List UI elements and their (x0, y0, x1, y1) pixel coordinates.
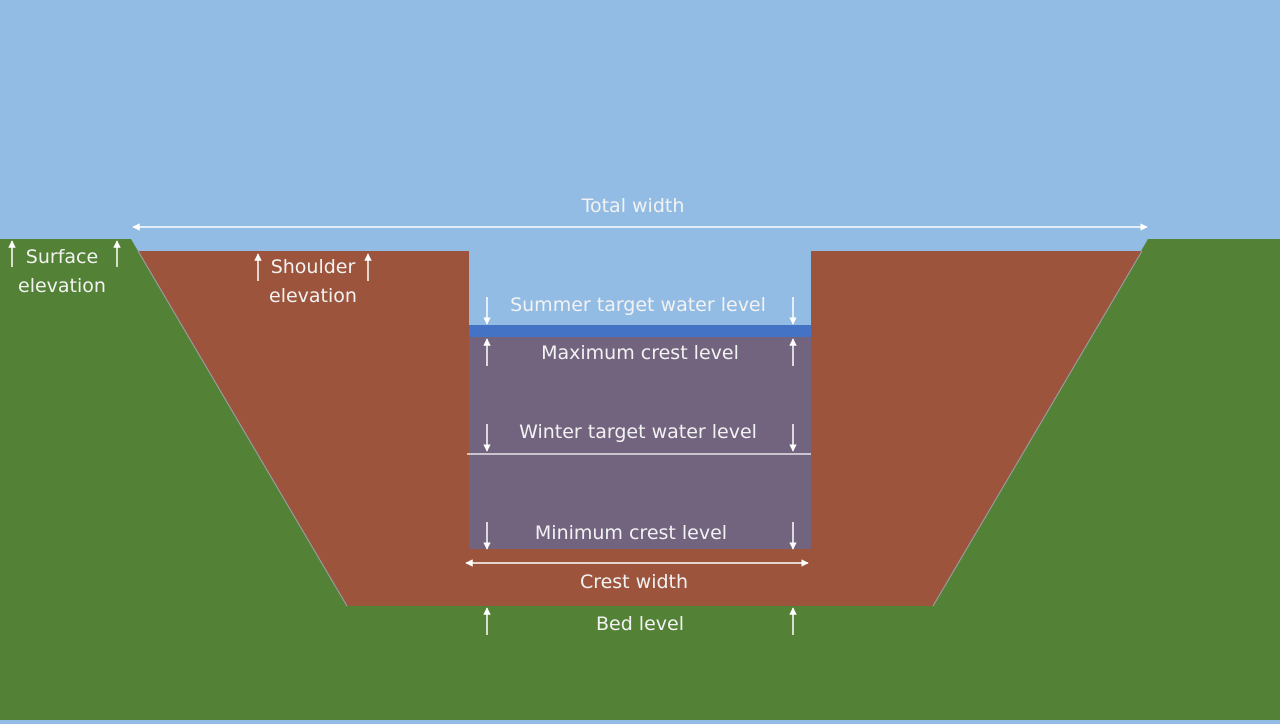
surface-elevation-line2: elevation (18, 275, 106, 297)
bed-level-label: Bed level (595, 613, 684, 635)
total-width-label: Total width (581, 195, 685, 217)
weir-crest-body (469, 337, 811, 549)
maximum-crest-level-label: Maximum crest level (541, 342, 739, 364)
shoulder-elevation-line2: elevation (269, 285, 357, 307)
winter-target-water-level-label: Winter target water level (519, 421, 757, 443)
embankment-fill (138, 251, 1142, 606)
ground-terrain (0, 239, 1280, 720)
shoulder-elevation-line1: Shoulder (270, 256, 356, 278)
summer-water-level-band (469, 325, 811, 337)
left-slope-edge (137, 250, 348, 607)
minimum-crest-level-label: Minimum crest level (534, 522, 728, 544)
summer-target-water-level-label: Summer target water level (510, 294, 766, 316)
surface-elevation-line1: Surface (25, 246, 99, 268)
crest-width-label: Crest width (579, 571, 689, 593)
shoulder-elevation-label: Shoulder elevation (258, 253, 368, 311)
right-slope-edge (932, 250, 1143, 607)
surface-elevation-label: Surface elevation (8, 243, 116, 301)
